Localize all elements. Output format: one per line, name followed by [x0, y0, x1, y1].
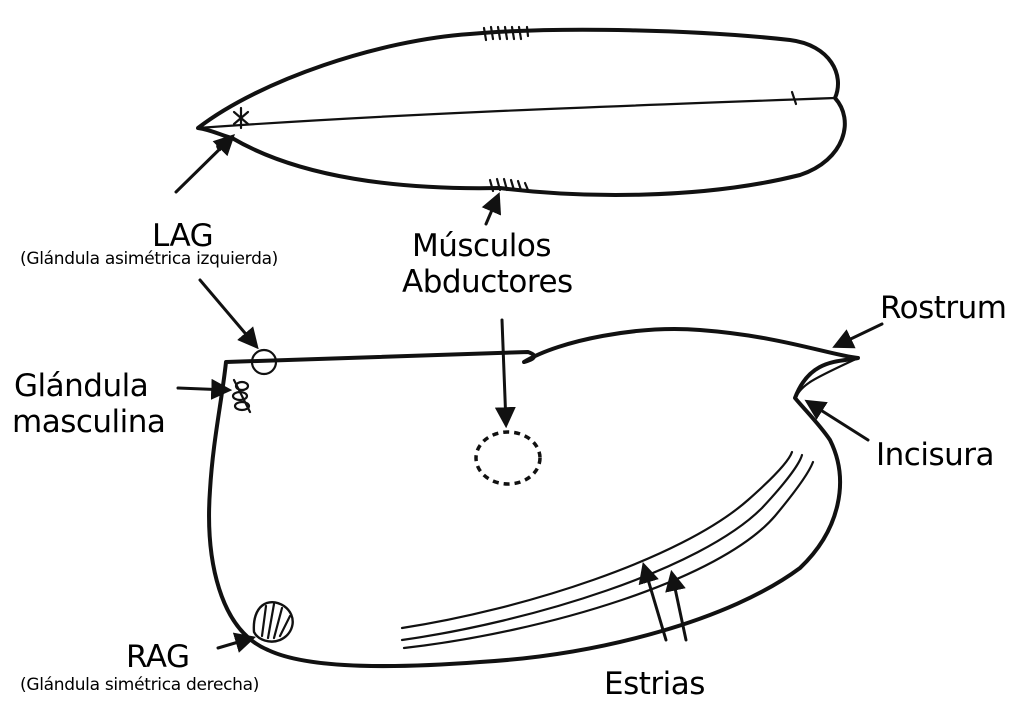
label-musculos-1: Músculos [412, 228, 551, 264]
label-rag: RAG [126, 639, 189, 675]
label-rostrum: Rostrum [880, 290, 1007, 326]
rostrum-arrow [836, 324, 882, 346]
lag-side-arrow [200, 280, 256, 346]
estrias-arrow-2 [672, 574, 686, 640]
musculos-side-arrow [502, 320, 506, 424]
rag-gland [254, 602, 293, 641]
glandula-arrow [178, 388, 228, 390]
label-musculos-2: Abductores [402, 264, 573, 300]
lateral-outline [209, 329, 858, 666]
labels: LAG (Glándula asimétrica izquierda) Músc… [12, 218, 1007, 701]
dorsal-outline [198, 30, 845, 195]
label-rag-desc: (Glándula simétrica derecha) [20, 675, 259, 695]
dorsal-hinge-line [198, 98, 835, 128]
label-arrows [176, 137, 882, 648]
abductor-muscle-scar [476, 432, 540, 484]
label-glandula-1: Glándula [14, 368, 148, 404]
rag-arrow [218, 638, 252, 648]
label-lag-desc: (Glándula asimétrica izquierda) [20, 249, 278, 269]
label-estrias: Estrias [604, 666, 705, 701]
musculos-top-arrow [486, 196, 498, 224]
lateral-view [209, 329, 858, 666]
glandula-masculina-mark [233, 380, 250, 412]
estrias-arrow-1 [644, 566, 666, 640]
lag-top-arrow [176, 137, 232, 192]
dorsal-right-tick [792, 92, 796, 104]
estrias-lines [402, 452, 813, 648]
dorsal-view [198, 27, 845, 195]
label-glandula-2: masculina [12, 404, 165, 440]
label-incisura: Incisura [876, 437, 994, 473]
